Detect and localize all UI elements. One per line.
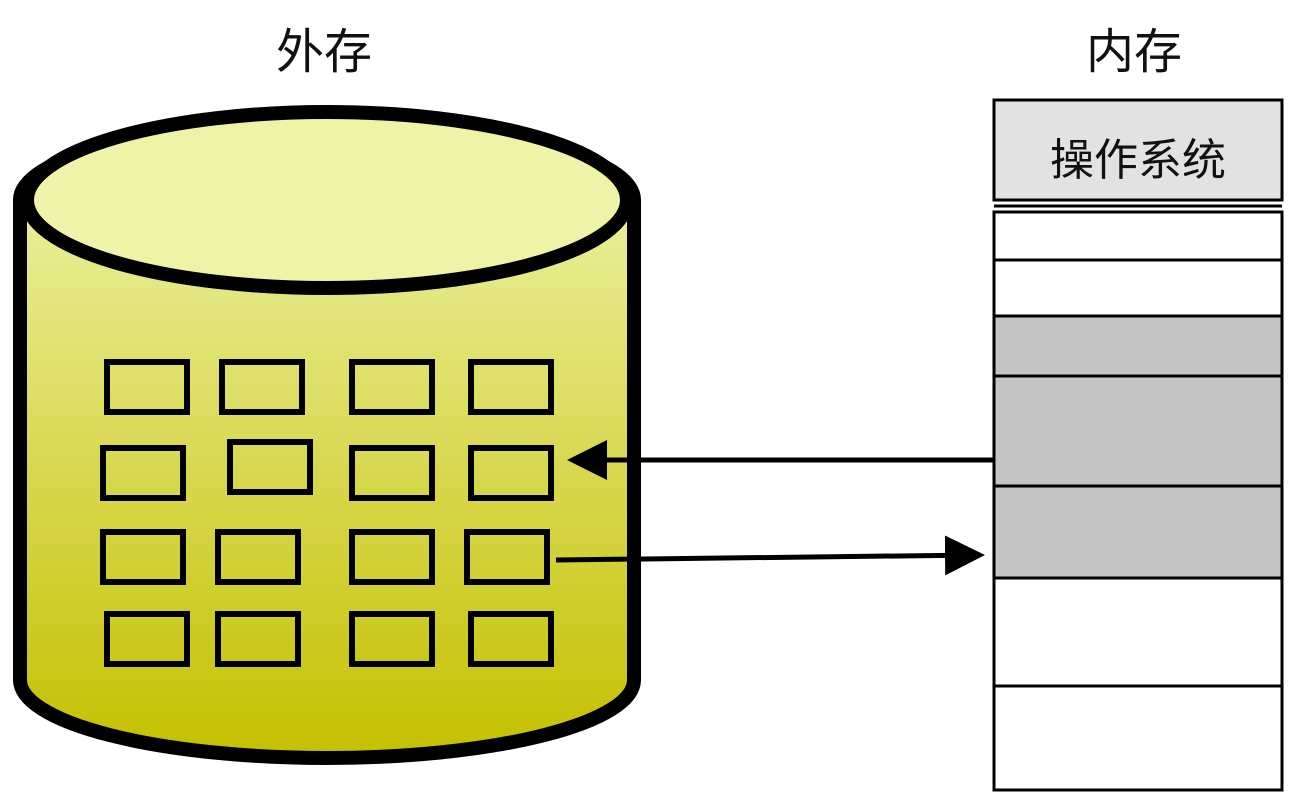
os-label: 操作系统 bbox=[1050, 135, 1226, 186]
disk-block bbox=[349, 529, 435, 585]
disk-block bbox=[104, 611, 190, 667]
disk-block bbox=[215, 529, 301, 585]
memory-segment-occupied bbox=[992, 314, 1284, 378]
memory-segment-free bbox=[992, 210, 1284, 262]
disk-block bbox=[468, 445, 554, 501]
disk-block bbox=[104, 359, 190, 415]
disk-block bbox=[215, 611, 301, 667]
disk-top bbox=[20, 105, 634, 295]
disk-block bbox=[219, 359, 305, 415]
swap-in-arrow bbox=[555, 535, 985, 576]
memory-segment-occupied bbox=[992, 374, 1284, 488]
memory-segment-occupied bbox=[992, 484, 1284, 580]
disk-block bbox=[468, 611, 554, 667]
memory-segment-free bbox=[992, 258, 1284, 318]
memory-segment-free bbox=[992, 684, 1284, 792]
disk-block bbox=[349, 445, 435, 501]
disk-blocks bbox=[100, 359, 554, 667]
disk-block bbox=[464, 529, 550, 585]
disk-block bbox=[349, 359, 435, 415]
disk-block bbox=[100, 529, 186, 585]
disk-block bbox=[227, 439, 313, 495]
memory-segment-os bbox=[992, 98, 1284, 202]
memory-segment-free bbox=[992, 576, 1284, 688]
disk-block bbox=[468, 359, 554, 415]
disk-title: 外存 bbox=[276, 24, 373, 80]
disk-block bbox=[100, 445, 186, 501]
swap-arrows bbox=[555, 440, 994, 576]
disk-block bbox=[349, 611, 435, 667]
disk-cylinder bbox=[13, 105, 641, 765]
memory-title: 内存 bbox=[1086, 24, 1183, 80]
memory-column: 操作系统 bbox=[992, 98, 1284, 792]
